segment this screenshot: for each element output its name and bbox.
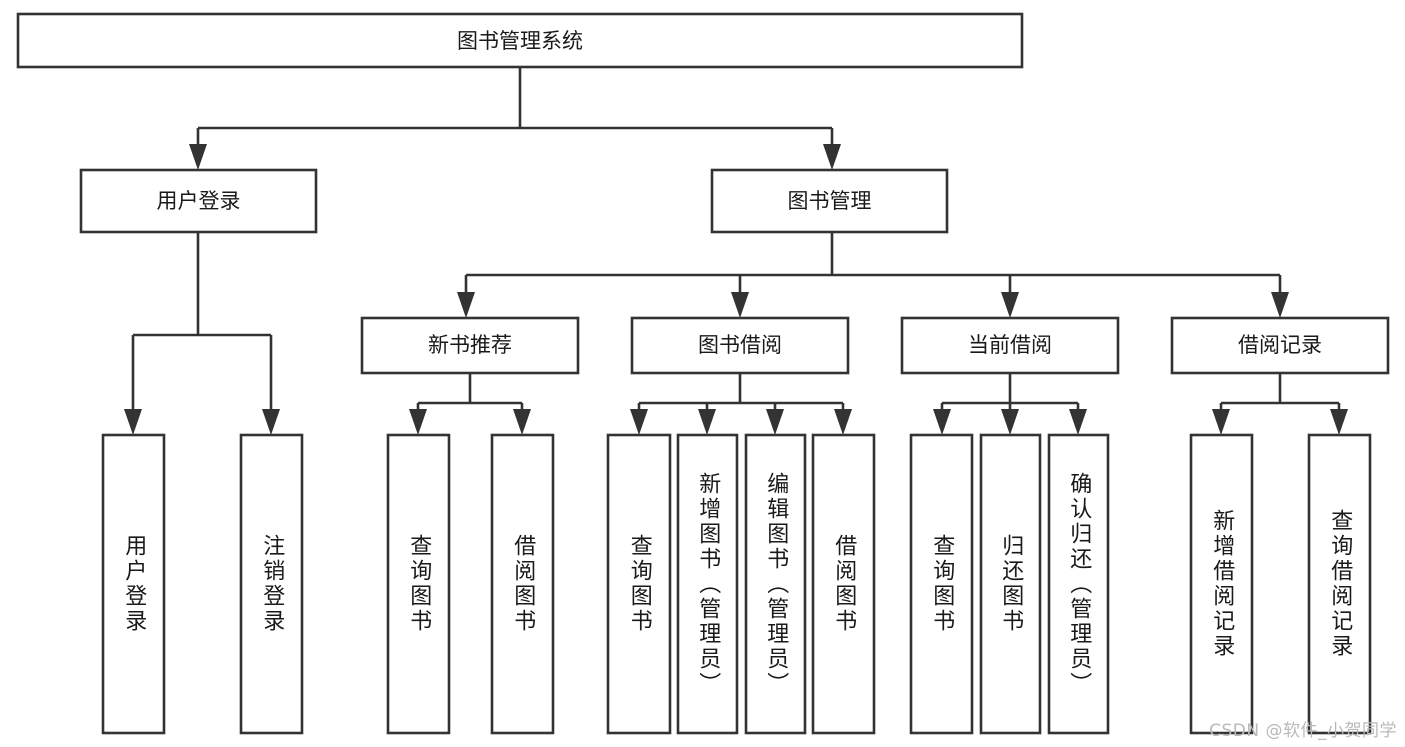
node-new-book-recommend[interactable]: 新书推荐 <box>360 316 580 375</box>
leaf-box-new-book-2[interactable] <box>490 433 555 735</box>
connector-book-manage-to-level3 <box>457 232 1289 318</box>
leaf-box-borrow-record-1[interactable] <box>1189 433 1254 735</box>
leaf-box-current-borrow-3[interactable] <box>1047 433 1110 735</box>
connector-user-login-to-leaves <box>124 232 280 435</box>
leaf-box-current-borrow-2[interactable] <box>979 433 1042 735</box>
node-current-borrow[interactable]: 当前借阅 <box>900 316 1120 375</box>
node-book-borrow-label: 图书借阅 <box>698 333 782 357</box>
node-borrow-record-label: 借阅记录 <box>1238 333 1322 357</box>
node-book-borrow[interactable]: 图书借阅 <box>630 316 850 375</box>
connector-root-to-level2 <box>189 67 841 170</box>
leaf-box-book-borrow-2[interactable] <box>676 433 739 735</box>
node-new-book-recommend-label: 新书推荐 <box>428 333 512 357</box>
leaf-box-book-borrow-1[interactable] <box>606 433 672 735</box>
node-current-borrow-label: 当前借阅 <box>968 333 1052 357</box>
arrow-to-book-manage <box>823 144 841 170</box>
connector-current-borrow-to-leaves <box>933 373 1087 435</box>
node-root-label: 图书管理系统 <box>457 29 583 53</box>
node-book-management-label: 图书管理 <box>788 189 872 213</box>
node-book-management[interactable]: 图书管理 <box>710 168 949 234</box>
node-user-login-label: 用户登录 <box>157 189 241 213</box>
leaf-box-book-borrow-4[interactable] <box>811 433 876 735</box>
connector-new-book-to-leaves <box>409 373 531 435</box>
csdn-watermark: CSDN @软件_小贺同学 <box>1209 721 1397 741</box>
leaf-box-book-borrow-3[interactable] <box>744 433 807 735</box>
leaf-box-new-book-1[interactable] <box>386 433 451 735</box>
connector-book-borrow-to-leaves <box>630 373 852 435</box>
node-user-login[interactable]: 用户登录 <box>79 168 318 234</box>
leaf-box-user-login-2[interactable] <box>239 433 304 735</box>
leaf-box-user-login-1[interactable] <box>101 433 166 735</box>
arrow-to-user-login <box>189 144 207 170</box>
connector-borrow-record-to-leaves <box>1212 373 1348 435</box>
leaf-box-current-borrow-1[interactable] <box>909 433 974 735</box>
node-root-book-management-system[interactable]: 图书管理系统 <box>16 12 1024 69</box>
leaf-box-borrow-record-2[interactable] <box>1307 433 1372 735</box>
node-borrow-record[interactable]: 借阅记录 <box>1170 316 1390 375</box>
